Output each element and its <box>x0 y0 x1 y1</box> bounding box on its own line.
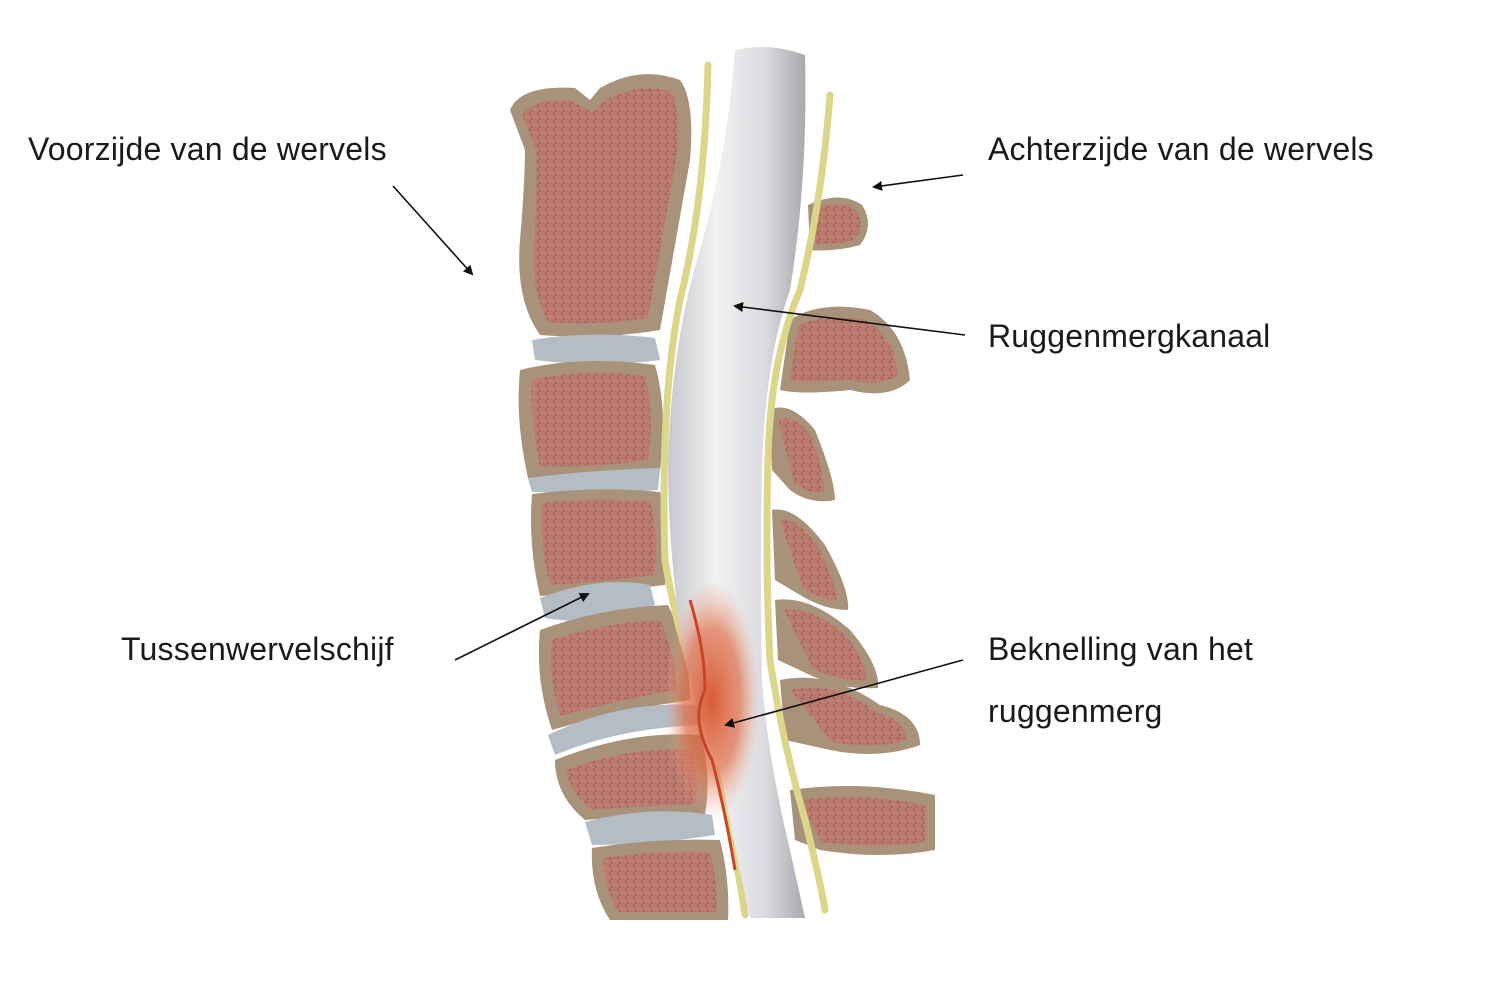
label-disc: Tussenwervelschijf <box>121 631 394 667</box>
vertebral-bodies <box>510 74 729 920</box>
label-posterior: Achterzijde van de wervels <box>988 131 1374 167</box>
arrow-posterior <box>872 174 964 191</box>
arrow-compression <box>724 659 964 728</box>
label-compression-line2: ruggenmerg <box>988 693 1163 729</box>
arrow-canal <box>733 302 966 336</box>
arrow-disc <box>454 593 590 661</box>
spinous-processes <box>770 197 935 855</box>
arrow-anterior <box>392 185 474 276</box>
label-anterior: Voorzijde van de wervels <box>28 131 387 167</box>
label-canal: Ruggenmergkanaal <box>988 318 1271 354</box>
compression-area <box>664 580 760 820</box>
label-compression-line1: Beknelling van het <box>988 631 1254 667</box>
arrows <box>392 174 966 728</box>
dura-mater <box>660 61 834 919</box>
